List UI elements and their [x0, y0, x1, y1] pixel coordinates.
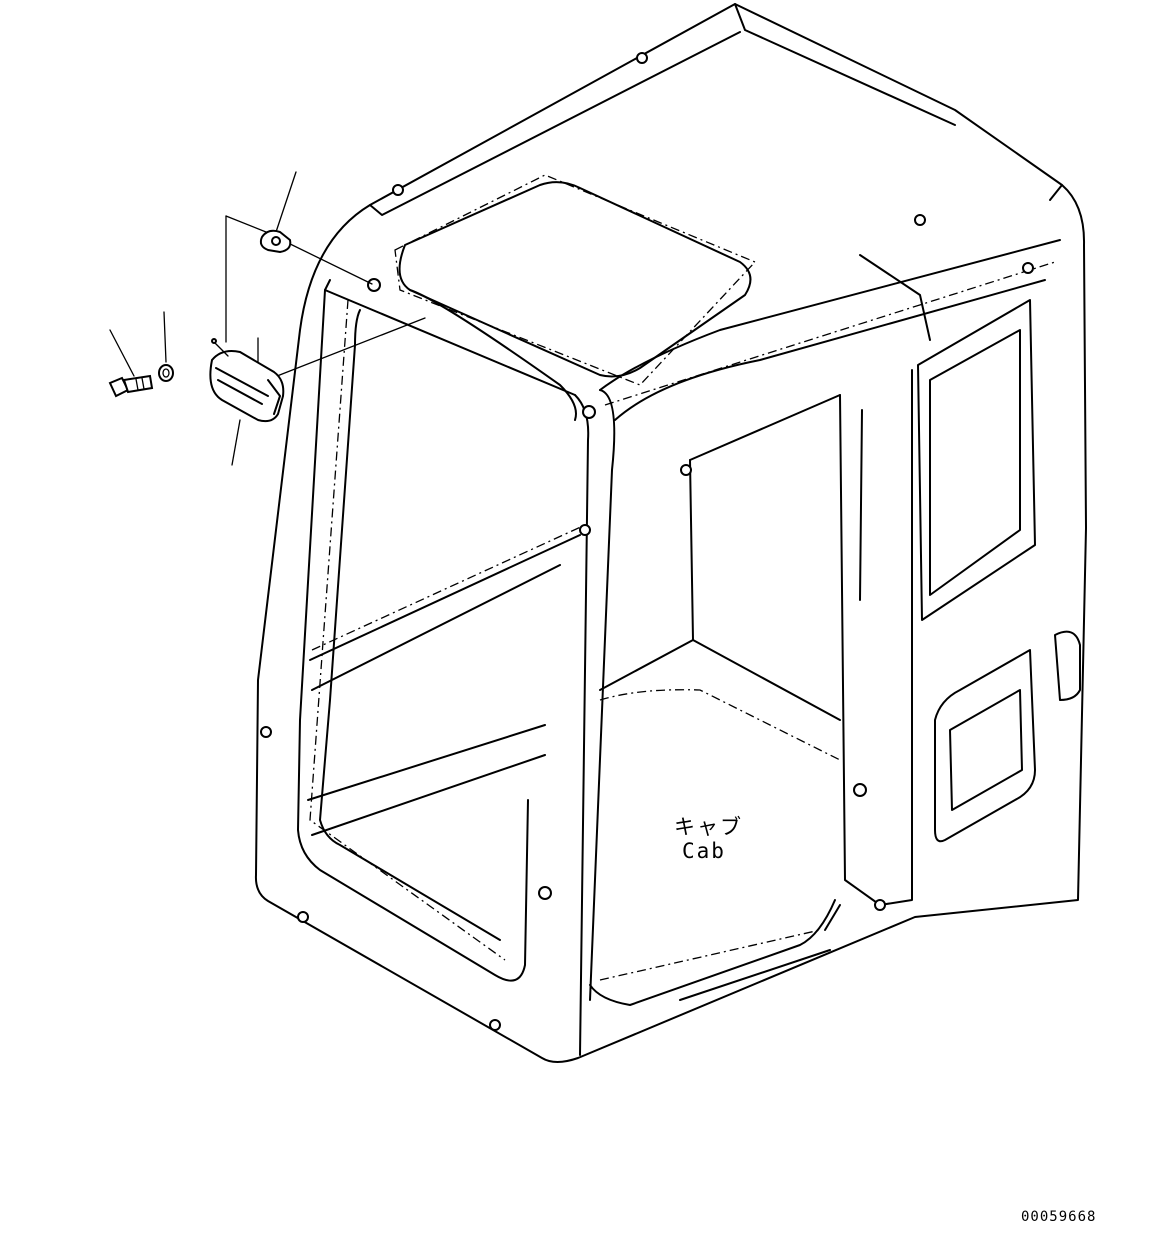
cab-floor: [589, 899, 836, 1006]
mount-holes: [260, 52, 1034, 1031]
roof-window: [394, 174, 757, 386]
front-frame: [297, 279, 616, 1056]
part-label-en: Cab: [682, 839, 726, 863]
washer-icon: [158, 364, 174, 382]
work-lamp-icon: [209, 338, 285, 423]
front-cross-members: [307, 524, 586, 836]
side-window: [917, 299, 1036, 621]
bracket-icon: [259, 229, 292, 254]
right-pillar: [824, 369, 913, 931]
bolt-icon: [108, 374, 154, 398]
cab-outline: [254, 3, 1087, 1063]
part-label-jp: キャブ: [674, 815, 743, 839]
interior-rear-wall: [599, 394, 841, 761]
right-roof-edge: [599, 239, 1061, 421]
lower-side-panel: [934, 630, 1081, 843]
leader-lines: [109, 171, 426, 466]
drawing-code: 00059668: [1021, 1209, 1097, 1225]
